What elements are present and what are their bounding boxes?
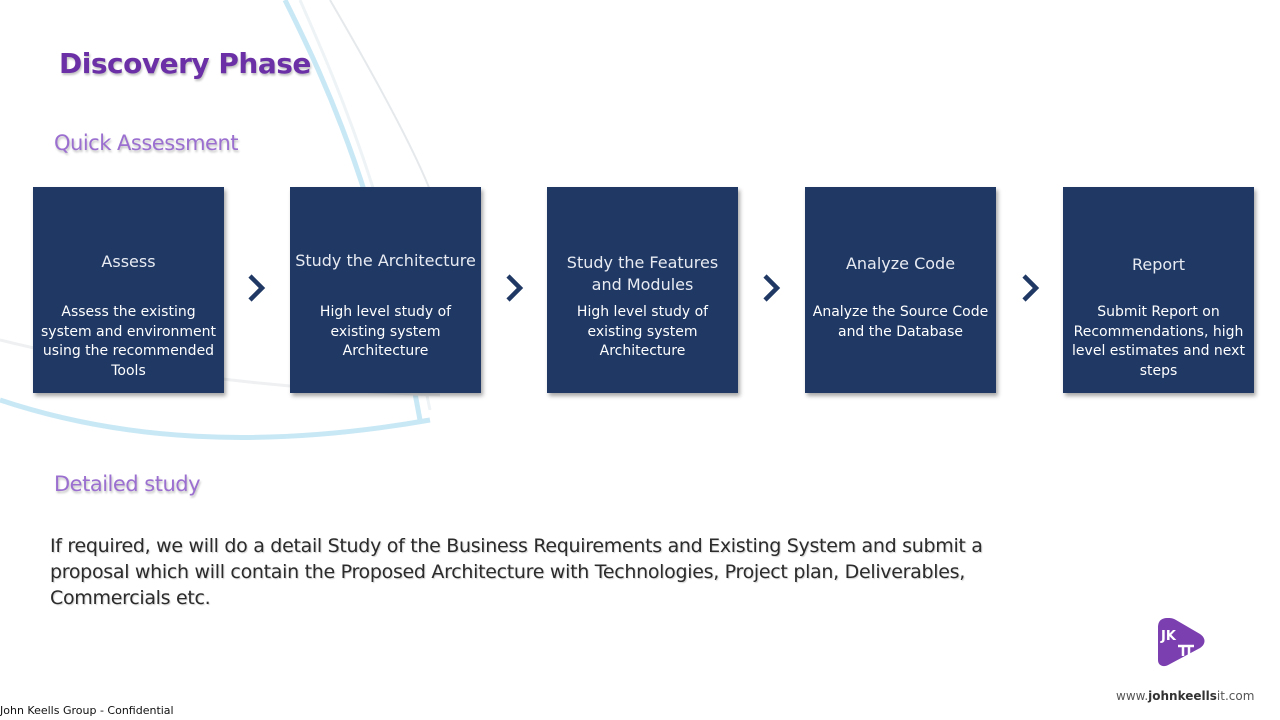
chevron-right-icon — [248, 274, 266, 302]
detailed-study-text: If required, we will do a detail Study o… — [50, 535, 983, 609]
jk-logo-icon: JK — [1158, 618, 1205, 667]
page-title: Discovery Phase — [59, 47, 311, 80]
detailed-study-heading: Detailed study — [54, 472, 201, 496]
step-description: Submit Report on Recommendations, high l… — [1072, 304, 1245, 379]
step-box-assess: Assess Assess the existing system and en… — [33, 187, 224, 393]
url-bold: johnkeells — [1148, 689, 1217, 703]
step-title: Study the Features and Modules — [566, 253, 719, 294]
step-title: Report — [1131, 255, 1186, 274]
step-title: Study the Architecture — [295, 251, 476, 270]
website-link[interactable]: www.johnkeellsit.com — [1116, 689, 1254, 703]
step-box-study-architecture: Study the Architecture High level study … — [290, 187, 481, 393]
confidential-footer: John Keells Group - Confidential — [0, 704, 174, 717]
step-box-study-features: Study the Features and Modules High leve… — [547, 187, 738, 393]
url-prefix: www. — [1116, 689, 1149, 703]
quick-assessment-heading: Quick Assessment — [54, 131, 239, 155]
url-suffix: it.com — [1216, 689, 1255, 703]
step-description: High level study of existing system Arch… — [319, 304, 452, 359]
chevron-right-icon — [763, 274, 781, 302]
chevron-right-icon — [1022, 274, 1040, 302]
step-description: High level study of existing system Arch… — [576, 304, 709, 359]
step-description: Assess the existing system and environme… — [40, 304, 216, 379]
step-title: Assess — [101, 252, 156, 271]
step-box-report: Report Submit Report on Recommendations,… — [1063, 187, 1254, 393]
chevron-right-icon — [506, 274, 524, 302]
step-description: Analyze the Source Code and the Database — [812, 304, 989, 340]
step-box-analyze-code: Analyze Code Analyze the Source Code and… — [805, 187, 996, 393]
logo-text: JK — [1160, 629, 1177, 644]
step-title: Analyze Code — [845, 254, 956, 273]
